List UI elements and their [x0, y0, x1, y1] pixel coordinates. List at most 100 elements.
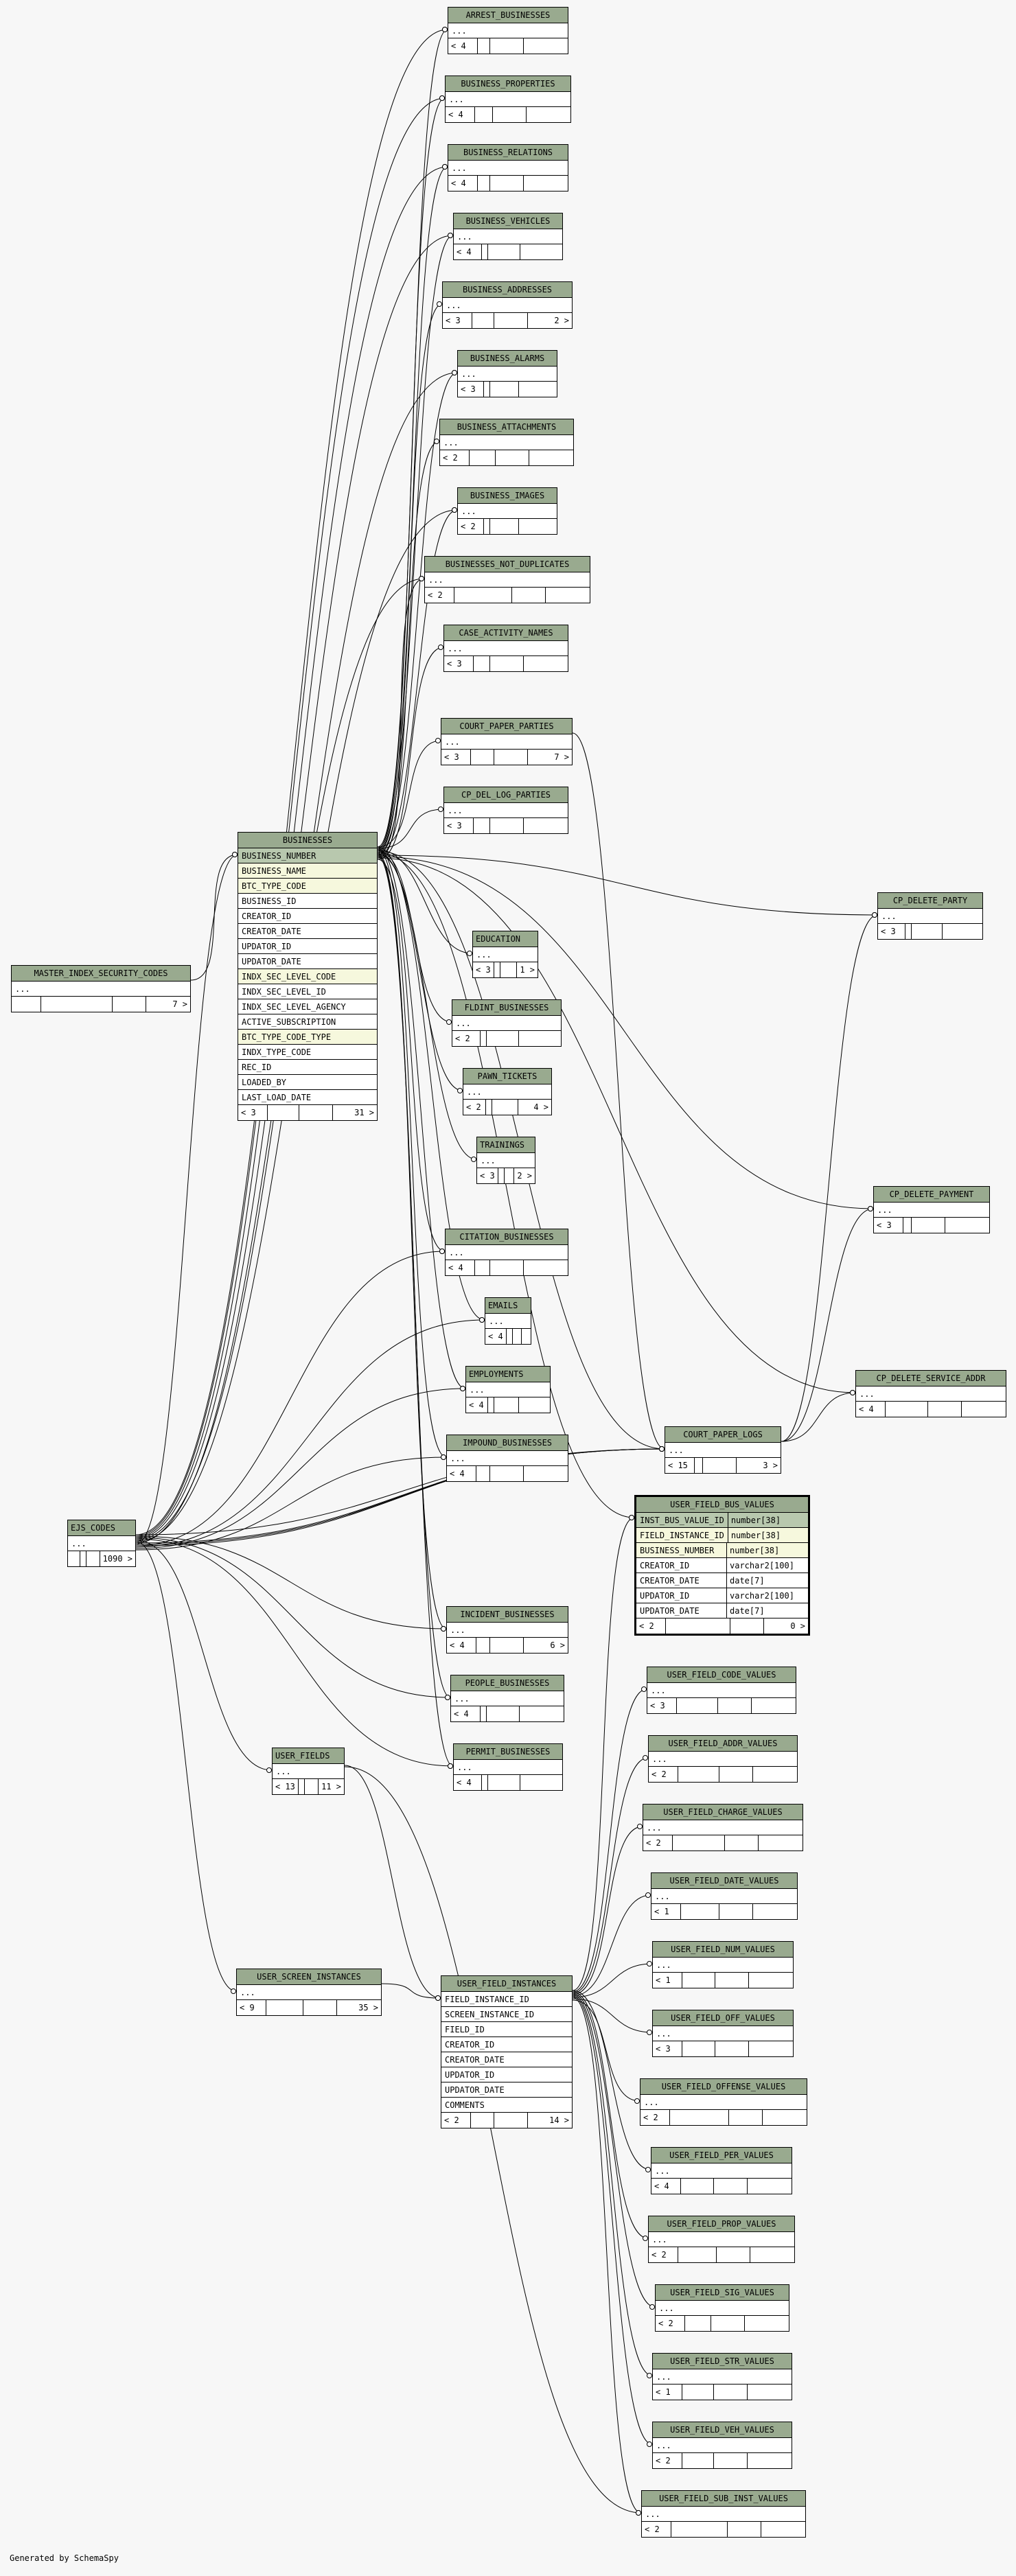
table-cp-delete-payment[interactable]: CP_DELETE_PAYMENT...< 3 [873, 1186, 990, 1233]
column-name: UPDATOR_DATE [636, 1603, 727, 1618]
footer-spacer [470, 450, 496, 465]
table-permit-businesses[interactable]: PERMIT_BUSINESSES...< 4 [453, 1743, 563, 1791]
footer-spacer [685, 2316, 711, 2331]
cardinality-marker [641, 1686, 647, 1692]
parents-count: < 4 [448, 38, 478, 54]
table-user-field-sub-inst-values[interactable]: USER_FIELD_SUB_INST_VALUES...< 2 [641, 2490, 806, 2538]
table-user-field-str-values[interactable]: USER_FIELD_STR_VALUES...< 1 [652, 2353, 792, 2400]
table-businesses-not-duplicates[interactable]: BUSINESSES_NOT_DUPLICATES...< 2 [424, 556, 590, 603]
table-user-field-per-values[interactable]: USER_FIELD_PER_VALUES...< 4 [651, 2147, 792, 2194]
table-header: PERMIT_BUSINESSES [454, 1744, 562, 1760]
footer-spacer [682, 2453, 714, 2468]
table-arrest-businesses[interactable]: ARREST_BUSINESSES...< 4 [448, 7, 568, 54]
parents-count: < 3 [444, 818, 474, 833]
table-user-field-off-values[interactable]: USER_FIELD_OFF_VALUES...< 3 [652, 2010, 794, 2057]
table-footer: < 3 [647, 1698, 796, 1713]
cardinality-marker [460, 1386, 465, 1391]
table-business-relations[interactable]: BUSINESS_RELATIONS...< 4 [448, 144, 568, 192]
column-row: CREATOR_DATE [238, 924, 377, 939]
footer-spacer [903, 1218, 912, 1233]
table-business-properties[interactable]: BUSINESS_PROPERTIES...< 4 [445, 76, 571, 123]
table-emails[interactable]: EMAILS...< 4 [485, 1297, 531, 1345]
table-user-field-num-values[interactable]: USER_FIELD_NUM_VALUES...< 1 [652, 1941, 794, 1988]
children-count [748, 2453, 792, 2468]
collapsed-columns: ... [649, 1752, 797, 1767]
relationship-line [377, 855, 878, 916]
footer-spacer [886, 1402, 928, 1417]
children-count [524, 1260, 568, 1275]
footer-spacer [507, 1329, 513, 1344]
table-business-images[interactable]: BUSINESS_IMAGES...< 2 [457, 487, 557, 535]
table-business-attachments[interactable]: BUSINESS_ATTACHMENTS...< 2 [439, 419, 574, 466]
children-count [524, 176, 568, 191]
relationship-line [572, 1997, 642, 2514]
collapsed-columns: ... [447, 1623, 568, 1638]
table-cp-delete-service-addr[interactable]: CP_DELETE_SERVICE_ADDR...< 4 [855, 1370, 1006, 1417]
table-footer: < 2 [653, 2453, 792, 2468]
column-row: REC_ID [238, 1060, 377, 1075]
parents-count [68, 1551, 81, 1566]
footer-spacer [682, 1973, 715, 1988]
relationship-line [377, 849, 447, 1458]
table-user-field-date-values[interactable]: USER_FIELD_DATE_VALUES...< 1 [651, 1872, 798, 1920]
collapsed-columns: ... [448, 161, 568, 176]
cardinality-marker [872, 912, 877, 918]
parents-count: < 4 [454, 244, 483, 259]
table-cp-del-log-parties[interactable]: CP_DEL_LOG_PARTIES...< 3 [443, 787, 568, 834]
parents-count: < 9 [237, 2000, 266, 2015]
parents-count: < 3 [441, 750, 471, 765]
footer-spacer [113, 997, 146, 1012]
collapsed-columns: ... [485, 1314, 531, 1329]
table-case-activity-names[interactable]: CASE_ACTIVITY_NAMES...< 3 [443, 625, 568, 672]
collapsed-columns: ... [477, 1153, 535, 1168]
cardinality-marker [645, 1892, 651, 1898]
table-employments[interactable]: EMPLOYMENTS...< 4 [465, 1366, 551, 1413]
cardinality-marker [434, 439, 439, 444]
table-fldint-businesses[interactable]: FLDINT_BUSINESSES...< 2 [452, 999, 562, 1047]
footer-spacer [476, 1466, 490, 1481]
table-user-field-sig-values[interactable]: USER_FIELD_SIG_VALUES...< 2 [655, 2284, 789, 2332]
table-master-index-security-codes[interactable]: MASTER_INDEX_SECURITY_CODES...7 > [11, 965, 191, 1012]
collapsed-columns: ... [12, 982, 190, 997]
cardinality-marker [471, 1157, 476, 1162]
table-user-field-prop-values[interactable]: USER_FIELD_PROP_VALUES...< 2 [648, 2216, 795, 2263]
table-user-field-offense-values[interactable]: USER_FIELD_OFFENSE_VALUES...< 2 [640, 2078, 807, 2126]
collapsed-columns: ... [458, 504, 557, 519]
table-business-vehicles[interactable]: BUSINESS_VEHICLES...< 4 [453, 213, 563, 260]
table-cp-delete-party[interactable]: CP_DELETE_PARTY...< 3 [877, 892, 983, 940]
collapsed-columns: ... [441, 734, 572, 750]
footer-spacer [725, 1835, 759, 1850]
table-business-alarms[interactable]: BUSINESS_ALARMS...< 3 [457, 350, 557, 397]
cardinality-marker [442, 27, 448, 32]
table-citation-businesses[interactable]: CITATION_BUSINESSES...< 4 [445, 1229, 568, 1276]
table-people-businesses[interactable]: PEOPLE_BUSINESSES...< 4 [450, 1675, 564, 1722]
cardinality-marker [441, 1454, 446, 1460]
footer-spacer [490, 176, 524, 191]
column-name: CREATOR_ID [636, 1558, 727, 1573]
table-ejs-codes[interactable]: EJS_CODES...1090 > [67, 1520, 136, 1567]
table-header: CP_DEL_LOG_PARTIES [444, 787, 568, 803]
table-footer: < 2 [440, 450, 573, 465]
table-impound-businesses[interactable]: IMPOUND_BUSINESSES...< 4 [446, 1435, 568, 1482]
table-user-field-addr-values[interactable]: USER_FIELD_ADDR_VALUES...< 2 [648, 1735, 798, 1783]
table-user-field-charge-values[interactable]: USER_FIELD_CHARGE_VALUES...< 2 [643, 1804, 803, 1851]
footer-spacer [482, 1775, 489, 1790]
parents-count: < 15 [665, 1458, 695, 1473]
table-footer: < 1 [651, 1904, 797, 1919]
cardinality-marker [645, 2167, 651, 2172]
table-user-field-veh-values[interactable]: USER_FIELD_VEH_VALUES...< 2 [652, 2422, 792, 2469]
table-user-field-code-values[interactable]: USER_FIELD_CODE_VALUES...< 3 [647, 1667, 796, 1714]
